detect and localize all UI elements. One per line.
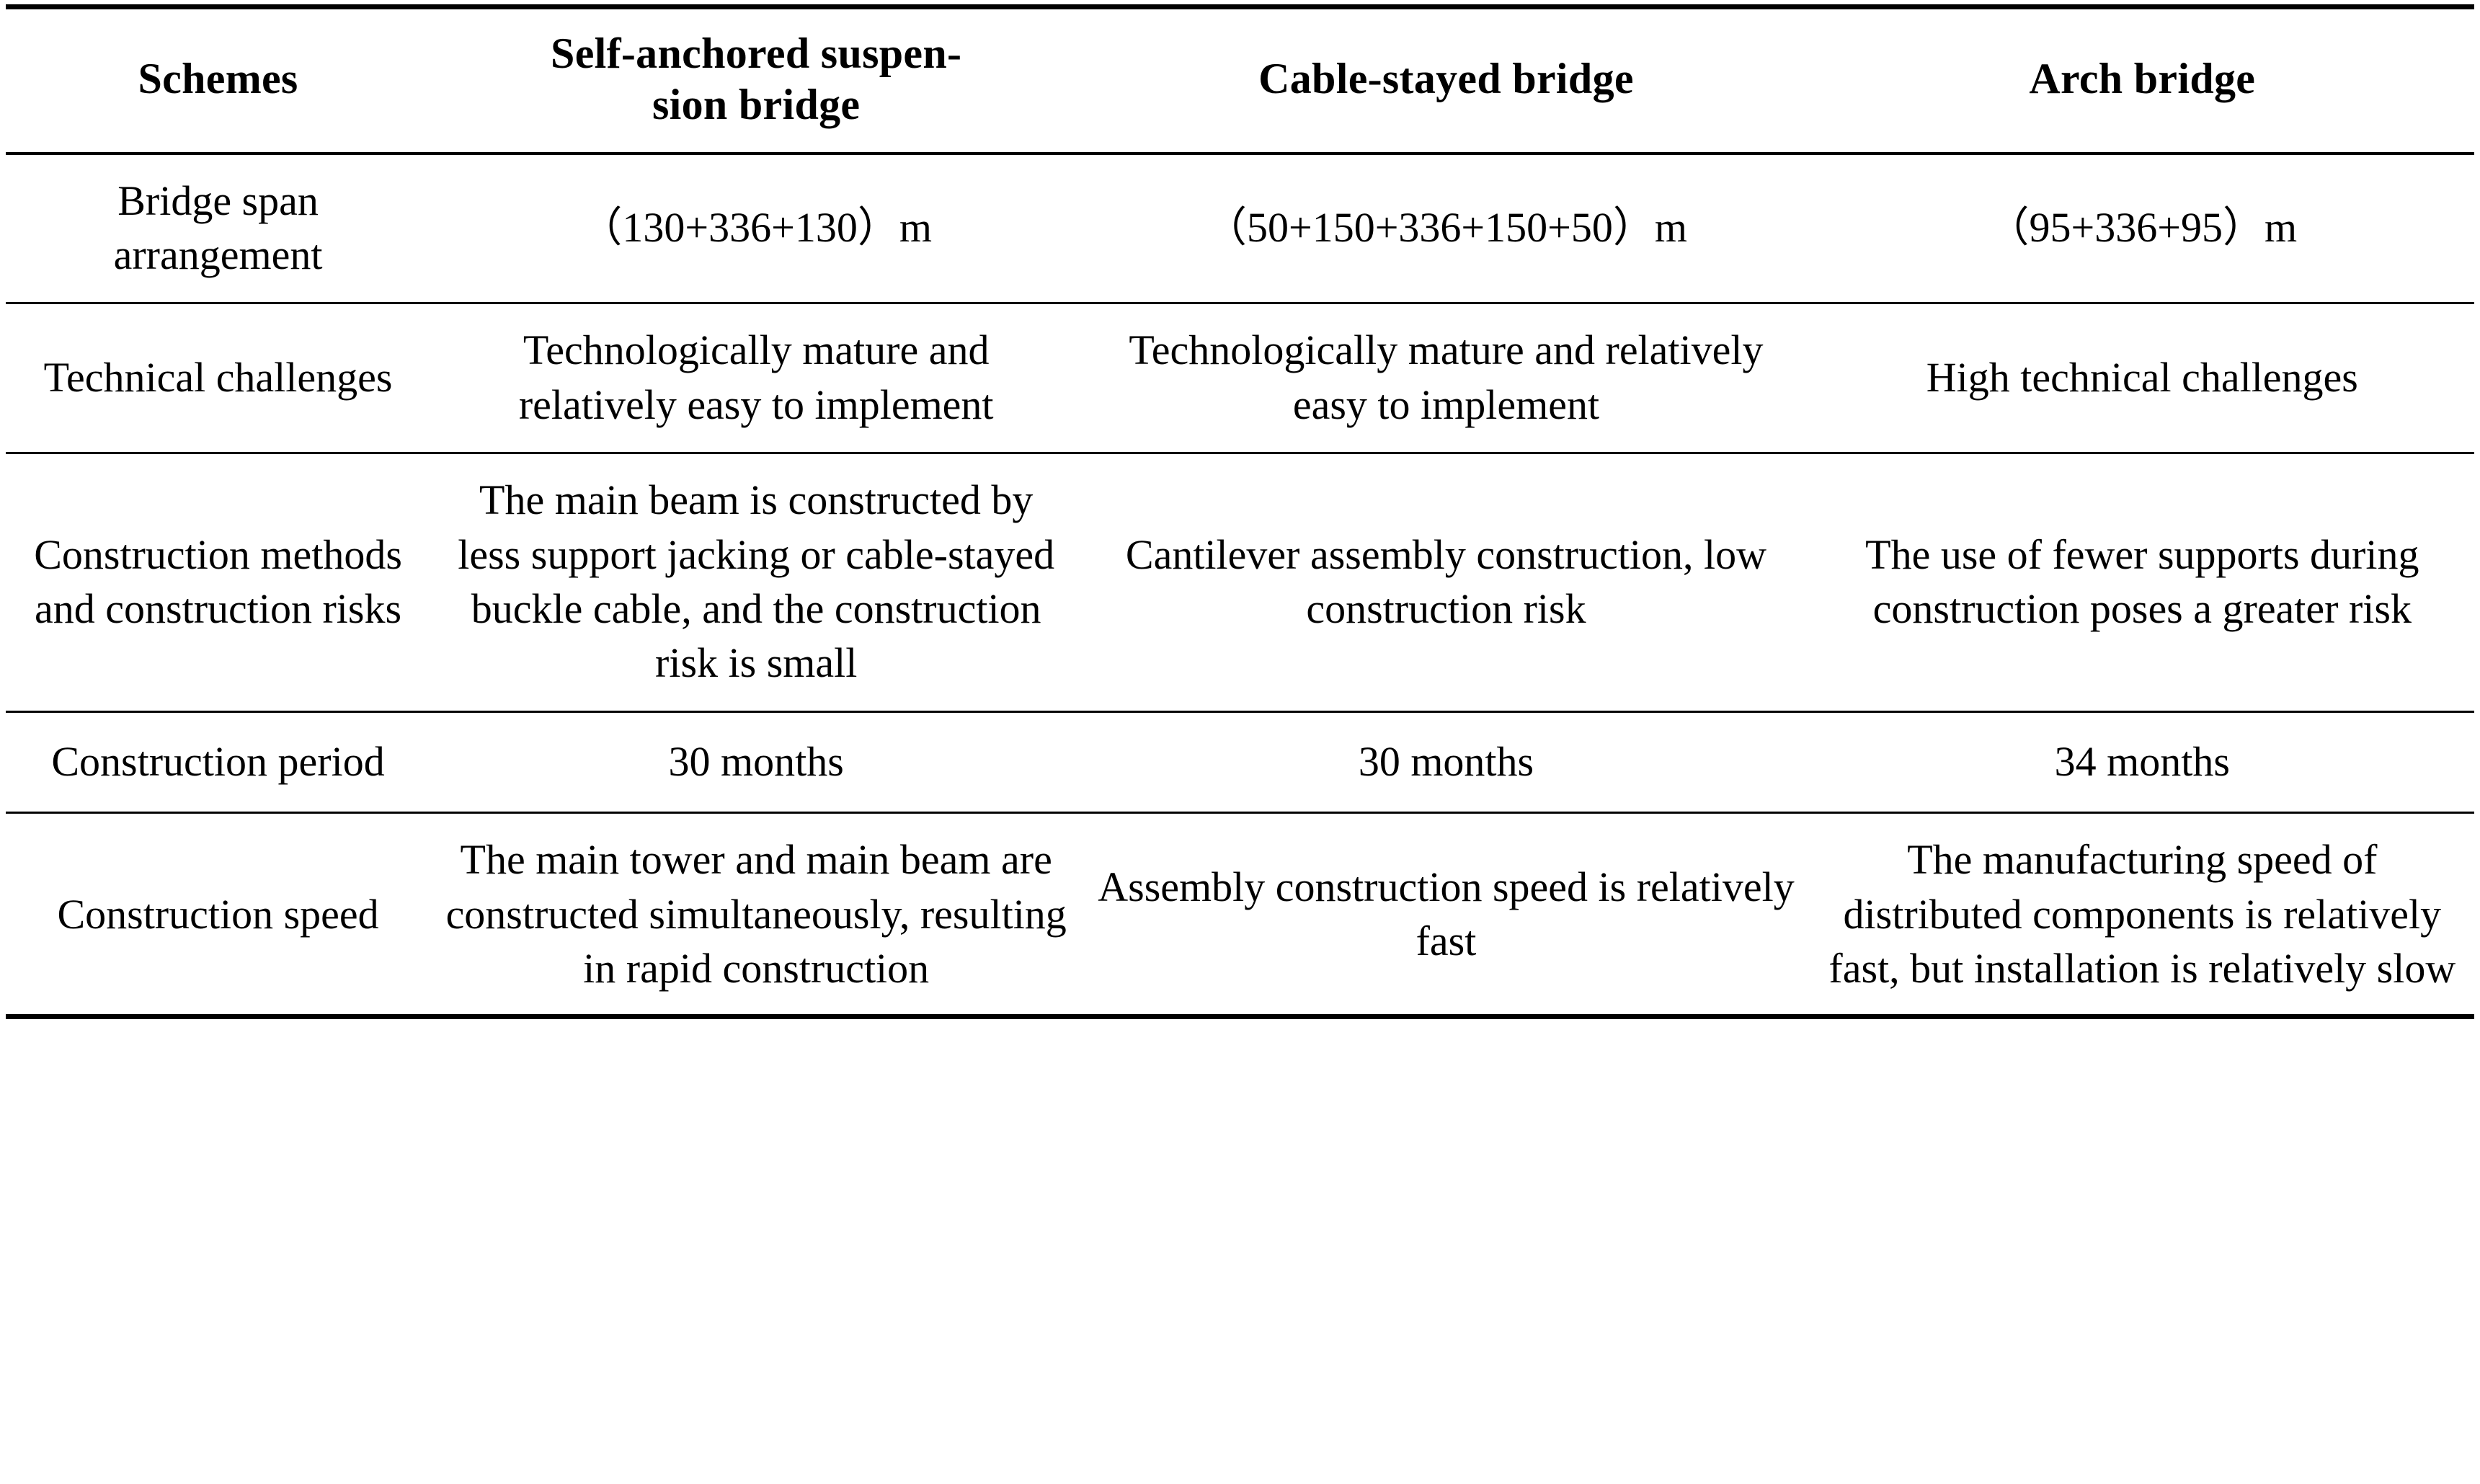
bridge-scheme-comparison-table: Schemes Self-anchored suspen- sion bridg… (6, 4, 2474, 1020)
column-header-cable-stayed-bridge: Cable-stayed bridge (1082, 4, 1810, 155)
cell-tech-arch: High technical challenges (1810, 303, 2474, 455)
cell-span-self-anchored: （130+336+130）m (430, 153, 1083, 305)
table-header-row: Schemes Self-anchored suspen- sion bridg… (6, 4, 2474, 155)
cell-span-arch: （95+336+95）m (1810, 153, 2474, 305)
table-sheet: Schemes Self-anchored suspen- sion bridg… (0, 4, 2480, 1484)
cell-methods-cable-stayed: Cantilever assembly construction, low co… (1082, 453, 1810, 713)
column-header-self-anchored-line1: Self-anchored suspen- (551, 30, 962, 77)
table-row: Construction speed The main tower and ma… (6, 812, 2474, 1020)
cell-speed-self-anchored: The main tower and main beam are constru… (430, 812, 1083, 1020)
table-row: Construction methods and construction ri… (6, 453, 2474, 713)
row-label-construction-methods-and-risks: Construction methods and construction ri… (6, 453, 431, 713)
row-label-construction-period: Construction period (6, 711, 431, 814)
cell-period-self-anchored: 30 months (430, 711, 1083, 814)
row-label-bridge-span-arrangement: Bridge span arrangement (6, 153, 431, 305)
cell-speed-arch: The manufacturing speed of distributed c… (1810, 812, 2474, 1020)
column-header-self-anchored-line2: sion bridge (652, 80, 861, 128)
table-row: Bridge span arrangement （130+336+130）m （… (6, 153, 2474, 305)
table-body: Bridge span arrangement （130+336+130）m （… (6, 153, 2474, 1020)
row-label-technical-challenges: Technical challenges (6, 303, 431, 455)
cell-methods-self-anchored: The main beam is constructed by less sup… (430, 453, 1083, 713)
table-header: Schemes Self-anchored suspen- sion bridg… (6, 4, 2474, 155)
column-header-self-anchored-suspension-bridge: Self-anchored suspen- sion bridge (430, 4, 1083, 155)
column-header-arch-label: Arch bridge (2029, 55, 2256, 103)
cell-methods-arch: The use of fewer supports during constru… (1810, 453, 2474, 713)
table-row: Construction period 30 months 30 months … (6, 711, 2474, 814)
cell-tech-self-anchored: Technologically mature and relatively ea… (430, 303, 1083, 455)
cell-period-cable-stayed: 30 months (1082, 711, 1810, 814)
cell-span-cable-stayed: （50+150+336+150+50）m (1082, 153, 1810, 305)
table-row: Technical challenges Technologically mat… (6, 303, 2474, 455)
cell-speed-cable-stayed: Assembly construction speed is relativel… (1082, 812, 1810, 1020)
column-header-schemes: Schemes (6, 4, 431, 155)
cell-period-arch: 34 months (1810, 711, 2474, 814)
column-header-cable-stayed-label: Cable-stayed bridge (1258, 55, 1634, 103)
cell-tech-cable-stayed: Technologically mature and relatively ea… (1082, 303, 1810, 455)
column-header-schemes-label: Schemes (138, 55, 298, 103)
row-label-construction-speed: Construction speed (6, 812, 431, 1020)
column-header-arch-bridge: Arch bridge (1810, 4, 2474, 155)
